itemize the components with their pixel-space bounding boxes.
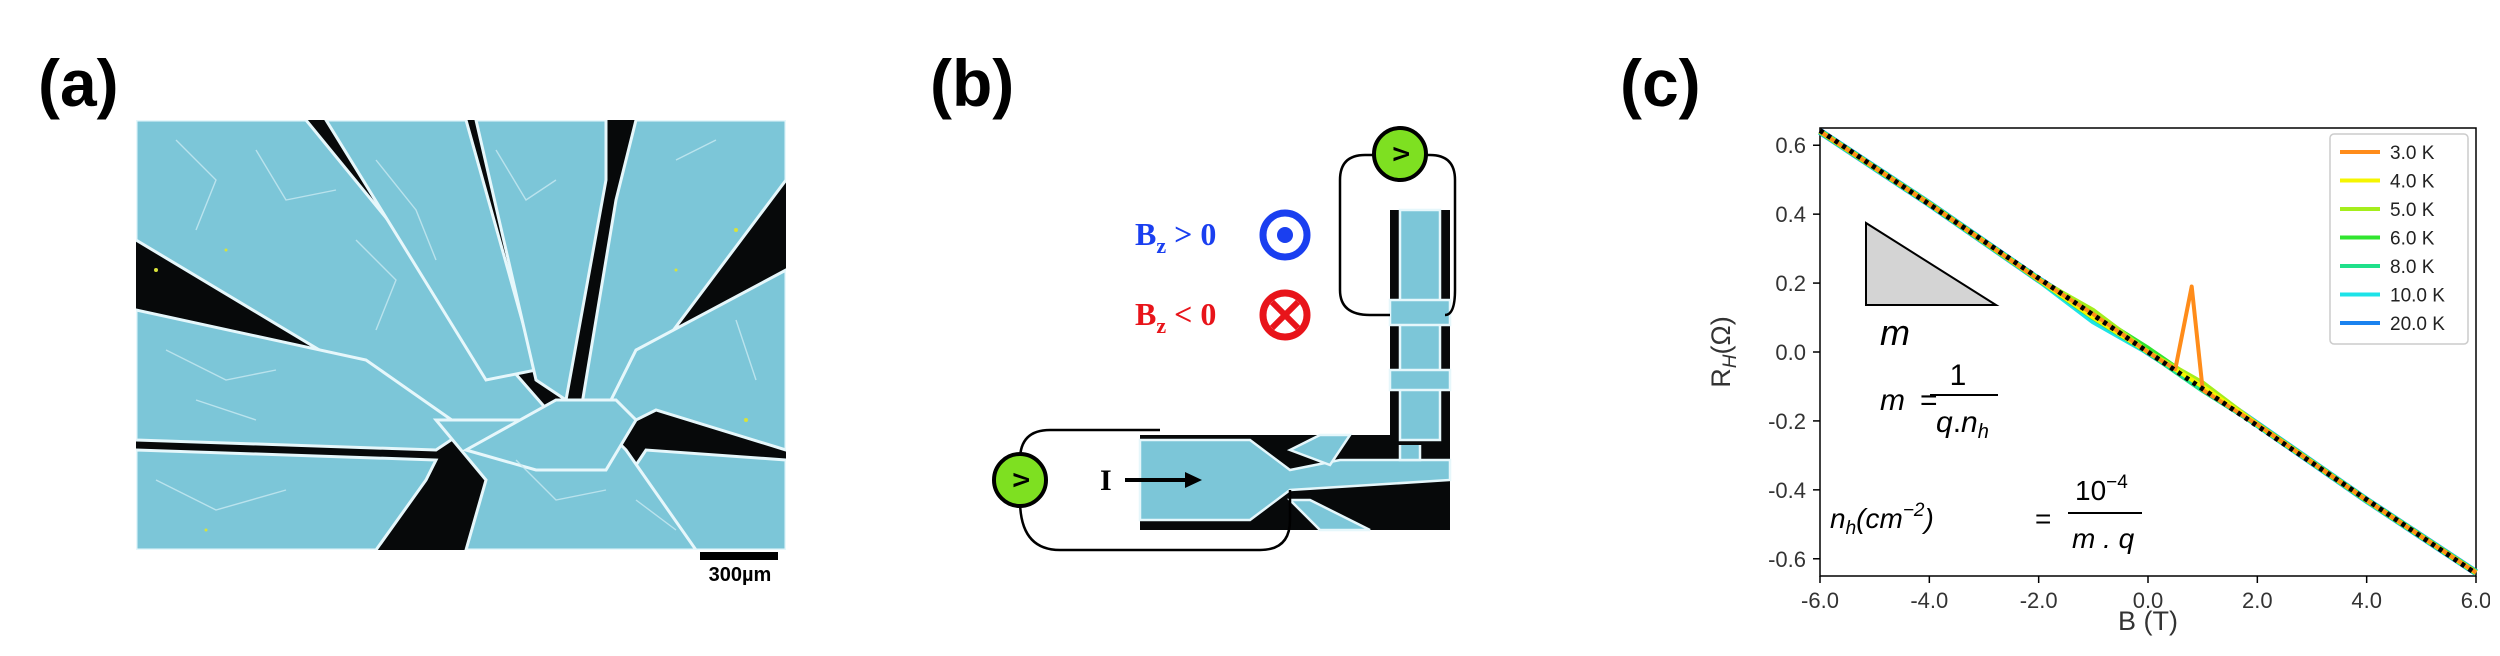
bz-positive-label: Bz > 0 [1135, 216, 1216, 258]
y-axis-label: RH(Ω) [1706, 316, 1741, 387]
y-tick-label: 0.6 [1775, 133, 1806, 158]
svg-text:1: 1 [1950, 359, 1967, 392]
x-axis-label: B (T) [2118, 606, 2178, 636]
device-micrograph [136, 120, 786, 550]
flake-region [136, 120, 786, 550]
x-tick-label: 0.0 [2133, 588, 2164, 613]
measurement-schematic: V V I Bz > 0 Bz < 0 [992, 126, 1457, 552]
svg-text:nh(cm−2): nh(cm−2) [1830, 500, 1934, 539]
y-tick-label: 0.4 [1775, 202, 1806, 227]
scale-bar [700, 552, 778, 560]
bz-negative-label: Bz < 0 [1135, 296, 1216, 338]
x-tick-label: 6.0 [2461, 588, 2490, 613]
device-image-top [1388, 208, 1452, 445]
y-tick-label: -0.6 [1768, 547, 1806, 572]
panel-label-c: (c) [1620, 46, 1701, 120]
x-tick-label: 4.0 [2351, 588, 2382, 613]
svg-text:m . q: m . q [2072, 523, 2135, 554]
legend-label: 5.0 K [2390, 200, 2435, 221]
legend-label: 3.0 K [2390, 143, 2435, 164]
hall-resistance-chart: -6.0 -4.0 -2.0 0.0 2.0 4.0 6.0 0.6 0.4 0.2 0.0 -0.… [1706, 127, 2490, 636]
legend-label: 6.0 K [2390, 229, 2435, 250]
x-tick-label: -2.0 [2020, 588, 2058, 613]
series-line-3-0-k [1818, 129, 2478, 575]
chart-fit-layer [1818, 128, 2478, 576]
svg-text:10−4: 10−4 [2075, 472, 2128, 506]
voltmeter-top-label: V [1389, 146, 1414, 161]
x-tick-label: -4.0 [1910, 588, 1948, 613]
y-tick-label: 0.2 [1775, 271, 1806, 296]
voltmeter-wire-top [1338, 153, 1457, 317]
field-out-of-page-icon [1259, 209, 1311, 261]
chart-legend: 3.0 K 4.0 K 5.0 K 6.0 K 8.0 K 10.0 K 20.0 K [2329, 133, 2469, 345]
field-into-page-icon [1259, 289, 1311, 341]
y-tick-label: -0.4 [1768, 478, 1806, 503]
linear-fit-line [1818, 128, 2478, 576]
svg-text:=: = [1920, 384, 1938, 417]
legend-label: 4.0 K [2390, 172, 2435, 193]
legend-label: 10.0 K [2390, 286, 2445, 307]
svg-text:=: = [2035, 503, 2051, 534]
panel-label-b: (b) [930, 46, 1015, 120]
y-ticks-layer: 0.6 0.4 0.2 0.0 -0.2 -0.4 -0.6 [1768, 133, 1820, 572]
voltmeter-bottom: V [992, 452, 1048, 508]
x-tick-label: 2.0 [2242, 588, 2273, 613]
legend-label: 20.0 K [2390, 314, 2445, 335]
current-arrowhead [1185, 472, 1202, 488]
voltmeter-wire-bottom [1018, 428, 1292, 552]
equation-slope: m = 1 q.nh [1880, 359, 1998, 443]
voltmeter-bottom-label: V [1009, 472, 1034, 487]
svg-text:m: m [1880, 384, 1905, 417]
panel-label-a: (a) [38, 46, 119, 120]
scale-bar-label: 300µm [708, 564, 772, 586]
x-ticks-layer: -6.0 -4.0 -2.0 0.0 2.0 4.0 6.0 [1801, 576, 2490, 613]
svg-text:q.nh: q.nh [1936, 406, 1989, 443]
voltmeter-top: V [1372, 126, 1428, 182]
slope-triangle [1865, 221, 2000, 306]
x-tick-label: -6.0 [1801, 588, 1839, 613]
slope-label: m [1880, 312, 1910, 353]
gold-debris [154, 228, 748, 532]
y-tick-label: 0.0 [1775, 340, 1806, 365]
legend-label: 8.0 K [2390, 257, 2435, 278]
equation-carrier-density: nh(cm−2) = 10−4 m . q [1830, 472, 2142, 554]
current-label: I [1100, 464, 1112, 497]
y-tick-label: -0.2 [1768, 409, 1806, 434]
flake-wrinkles [155, 139, 757, 531]
